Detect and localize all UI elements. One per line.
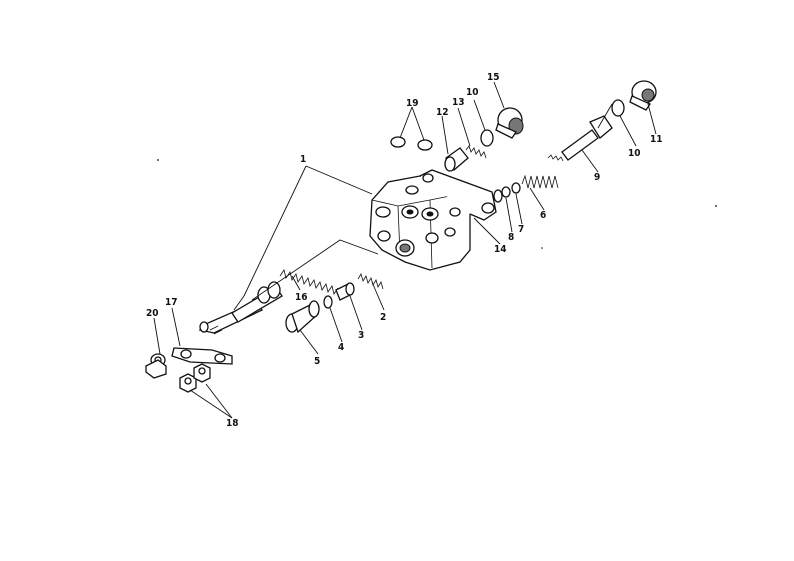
spring-6 bbox=[521, 174, 559, 189]
cap-11 bbox=[629, 80, 657, 111]
leader-lines bbox=[153, 81, 657, 419]
speck bbox=[715, 205, 717, 207]
sleeve-3 bbox=[335, 282, 355, 301]
callout-19: 19 bbox=[406, 98, 419, 109]
callout-5: 5 bbox=[314, 356, 320, 367]
bolt-9 bbox=[547, 115, 613, 162]
plug-15 bbox=[495, 107, 524, 139]
callout-12: 12 bbox=[436, 107, 449, 118]
callout-20: 20 bbox=[146, 308, 159, 319]
nut-18b bbox=[193, 363, 211, 383]
callout-4: 4 bbox=[338, 342, 344, 353]
plunger-5 bbox=[285, 300, 320, 334]
o-ring-10a bbox=[480, 129, 494, 147]
spring-2 bbox=[357, 273, 384, 290]
o-ring-19a bbox=[390, 136, 406, 148]
o-ring-19b bbox=[417, 139, 433, 151]
callout-11: 11 bbox=[650, 134, 663, 145]
o-ring-14 bbox=[493, 189, 503, 203]
callout-18: 18 bbox=[226, 418, 239, 429]
callout-9: 9 bbox=[594, 172, 600, 183]
shaft bbox=[198, 281, 283, 335]
callout-13: 13 bbox=[452, 97, 465, 108]
speck bbox=[157, 159, 159, 161]
callout-1: 1 bbox=[300, 154, 306, 165]
callout-14: 14 bbox=[494, 244, 507, 255]
callout-10b: 10 bbox=[628, 148, 641, 159]
callout-15: 15 bbox=[487, 72, 500, 83]
callout-16: 16 bbox=[295, 292, 308, 303]
callout-17: 17 bbox=[165, 297, 178, 308]
spring-16 bbox=[279, 269, 339, 295]
callout-10a: 10 bbox=[466, 87, 479, 98]
callout-2: 2 bbox=[380, 312, 386, 323]
speck bbox=[541, 247, 543, 249]
nut-18a bbox=[179, 373, 197, 393]
piston-12 bbox=[444, 147, 469, 172]
callout-8: 8 bbox=[508, 232, 514, 243]
o-ring-4 bbox=[323, 295, 333, 309]
callout-6: 6 bbox=[540, 210, 546, 221]
o-ring-10b bbox=[611, 99, 625, 117]
spring-13 bbox=[465, 145, 487, 159]
washer-8 bbox=[501, 186, 511, 198]
callout-7: 7 bbox=[518, 224, 524, 235]
washer-7 bbox=[511, 182, 521, 194]
nut-20 bbox=[145, 353, 167, 379]
valve-body bbox=[369, 169, 497, 271]
callout-labels: 1 2 3 4 5 6 7 8 9 10 10 11 12 13 14 15 1… bbox=[146, 72, 663, 429]
callout-3: 3 bbox=[358, 330, 364, 341]
plate-17 bbox=[171, 347, 233, 365]
